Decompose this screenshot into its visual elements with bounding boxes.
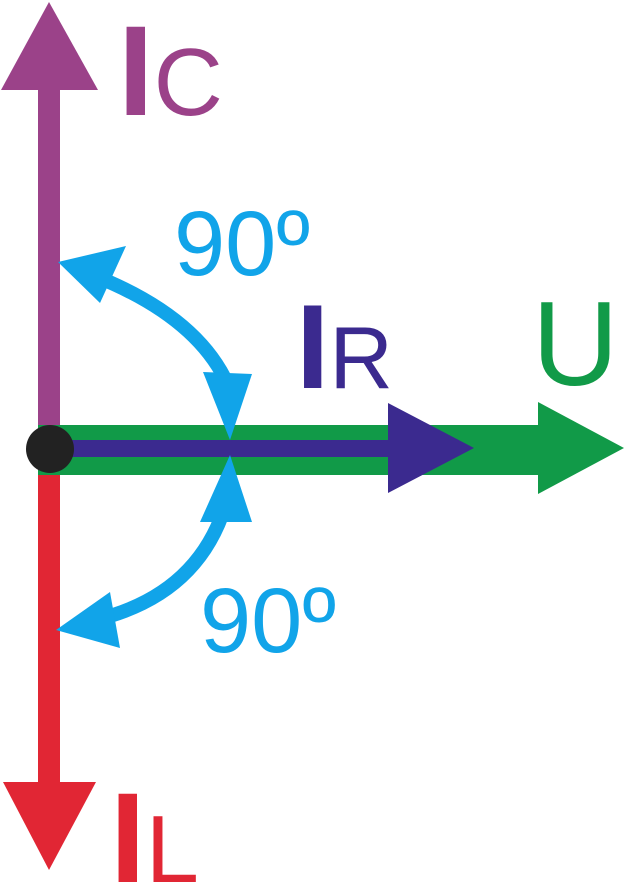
ic-arrowhead (1, 2, 98, 90)
label-u: U (532, 277, 619, 411)
angle-arc-bottom-head-end (56, 592, 120, 648)
angle-arc-top-head-start (58, 246, 126, 303)
angle-arc-bottom-head-start (200, 455, 252, 522)
ir-arrowhead (388, 403, 474, 493)
ic-shaft (38, 75, 60, 450)
u-arrowhead (538, 402, 624, 494)
label-ic: IC (118, 0, 223, 143)
angle-arc-top-head-end (203, 372, 252, 440)
label-il: IL (110, 767, 199, 896)
label-ir-sub: R (329, 308, 393, 407)
il-vector (3, 450, 96, 870)
label-angle-bottom: 90º (200, 570, 336, 672)
ir-vector (38, 403, 474, 493)
ic-vector (1, 2, 98, 450)
label-ic-sub: C (154, 29, 223, 136)
angle-arc-top (58, 246, 252, 440)
label-il-sub: L (146, 796, 199, 896)
ir-shaft (38, 440, 408, 457)
il-shaft (38, 450, 60, 810)
label-ic-main: I (118, 0, 154, 143)
label-ir-main: I (296, 280, 329, 414)
origin-point (26, 425, 74, 473)
label-ir: IR (296, 280, 393, 414)
il-arrowhead (3, 782, 96, 870)
angle-arc-bottom (56, 455, 252, 648)
angle-arc-bottom-path (93, 498, 234, 627)
label-angle-top: 90º (174, 193, 310, 295)
label-il-main: I (110, 767, 146, 896)
